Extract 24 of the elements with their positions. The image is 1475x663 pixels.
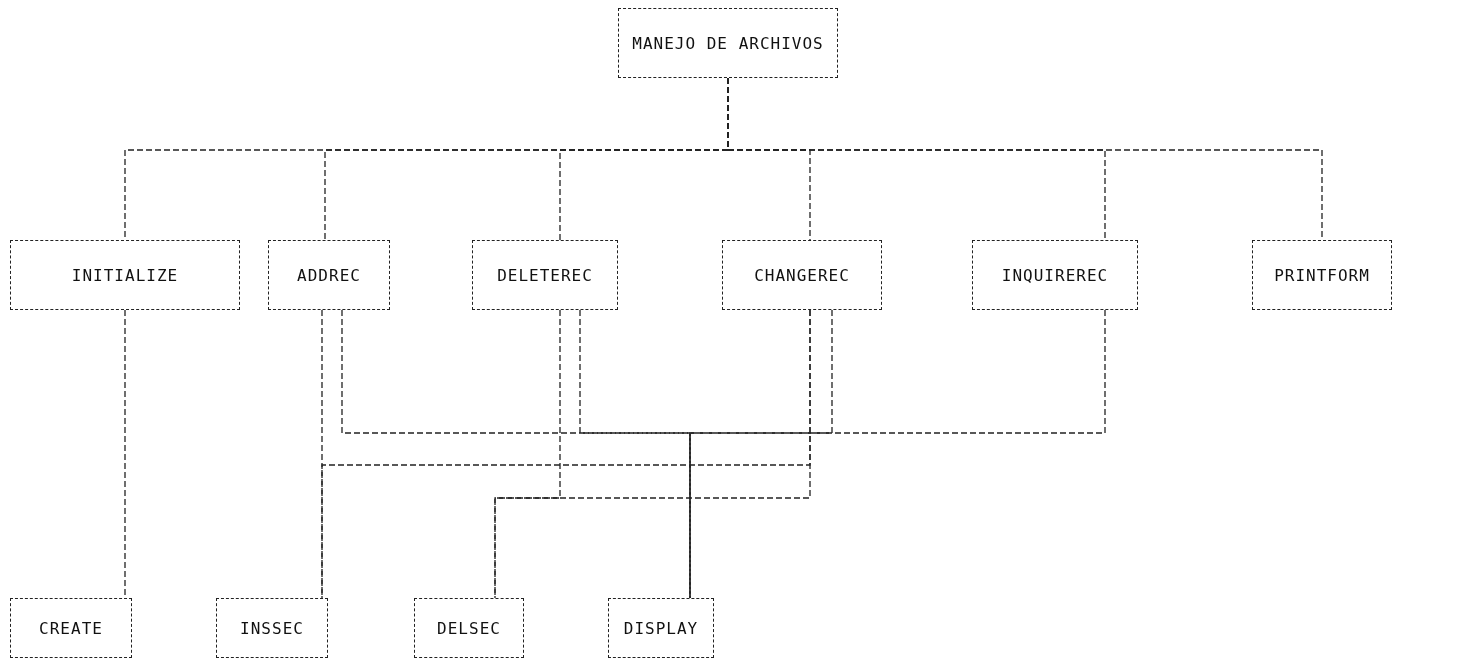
box-label: CHANGEREC <box>754 265 850 285</box>
box-label: MANEJO DE ARCHIVOS <box>632 33 824 53</box>
box-label: INITIALIZE <box>71 265 179 285</box>
process-box <box>722 240 882 310</box>
process-box <box>472 240 618 310</box>
box-label: INSSEC <box>240 618 304 638</box>
box-label: INQUIREREC <box>1001 265 1109 285</box>
process-box <box>414 598 524 658</box>
process-box <box>216 598 328 658</box>
process-box <box>10 598 132 658</box>
process-box <box>608 598 714 658</box>
box-label: DELSEC <box>437 618 501 638</box>
box-label: ADDREC <box>297 265 361 285</box>
process-box <box>268 240 390 310</box>
process-box <box>972 240 1138 310</box>
box-label: PRINTFORM <box>1274 265 1370 285</box>
box-label: DELETEREC <box>497 265 593 285</box>
connector-line <box>689 309 833 599</box>
box-label: CREATE <box>39 618 103 638</box>
process-box <box>10 240 240 310</box>
process-box <box>1252 240 1392 310</box>
process-box <box>618 8 838 78</box>
connector-line <box>494 309 561 599</box>
box-label: DISPLAY <box>623 618 699 638</box>
